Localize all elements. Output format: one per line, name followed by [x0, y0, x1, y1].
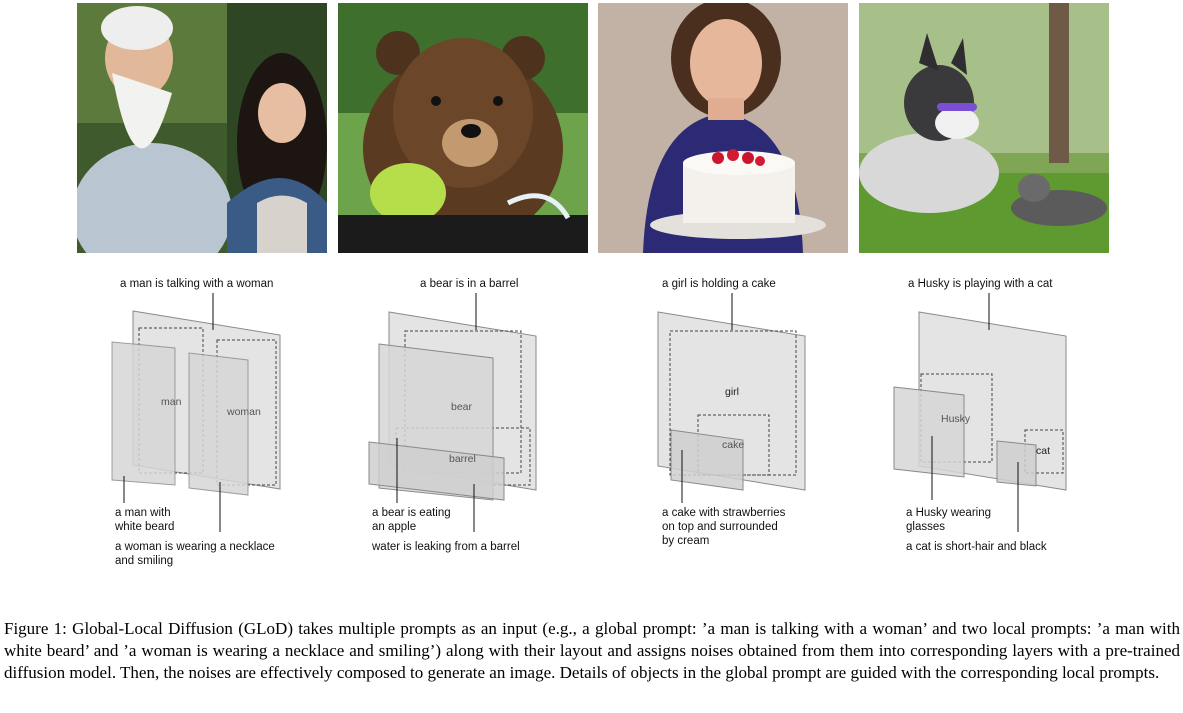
- generated-image-man-woman: [77, 3, 327, 253]
- layer-diagram-bear-barrel: a bear is in a barrel bear barrel a bear…: [338, 270, 598, 580]
- layer-label-woman: woman: [227, 406, 261, 418]
- generated-image-husky-cat: [859, 3, 1109, 253]
- layer-label-bear: bear: [451, 401, 473, 413]
- local-prompt-barrel: water is leaking from a barrel: [372, 541, 520, 553]
- generated-image-bear-barrel: [338, 3, 588, 253]
- caption-text: Figure 1: Global-Local Diffusion (GLoD) …: [4, 619, 1180, 682]
- layer-diagram-man-woman: a man is talking with a woman man woman …: [77, 270, 337, 580]
- local-prompt-cake: a cake with strawberries on top and surr…: [662, 507, 786, 547]
- local-prompt-cat: a cat is short-hair and black: [906, 541, 1047, 553]
- layer-diagram-girl-cake: a girl is holding a cake girl cake a cak…: [598, 270, 858, 580]
- global-prompt: a girl is holding a cake: [662, 278, 776, 290]
- layer-label-husky: Husky: [941, 413, 971, 425]
- layer-label-cat: cat: [1036, 445, 1051, 457]
- generated-image-girl-cake: [598, 3, 848, 253]
- global-prompt: a man is talking with a woman: [120, 278, 274, 290]
- local-prompt-husky: a Husky wearing glasses: [906, 507, 992, 533]
- layer-label-cake: cake: [722, 439, 745, 451]
- local-prompt-bear: a bear is eating an apple: [372, 507, 451, 533]
- layer-label-man: man: [161, 396, 182, 408]
- global-prompt: a Husky is playing with a cat: [908, 278, 1053, 290]
- layer-label-barrel: barrel: [449, 453, 476, 465]
- local-prompt-woman: a woman is wearing a necklace and smilin…: [115, 541, 275, 567]
- local-prompt-man: a man with white beard: [115, 507, 175, 533]
- layer-diagram-husky-cat: a Husky is playing with a cat Husky cat …: [859, 270, 1119, 580]
- layer-label-girl: girl: [725, 386, 740, 398]
- figure-caption: Figure 1: Global-Local Diffusion (GLoD) …: [4, 618, 1180, 684]
- global-prompt: a bear is in a barrel: [420, 278, 519, 290]
